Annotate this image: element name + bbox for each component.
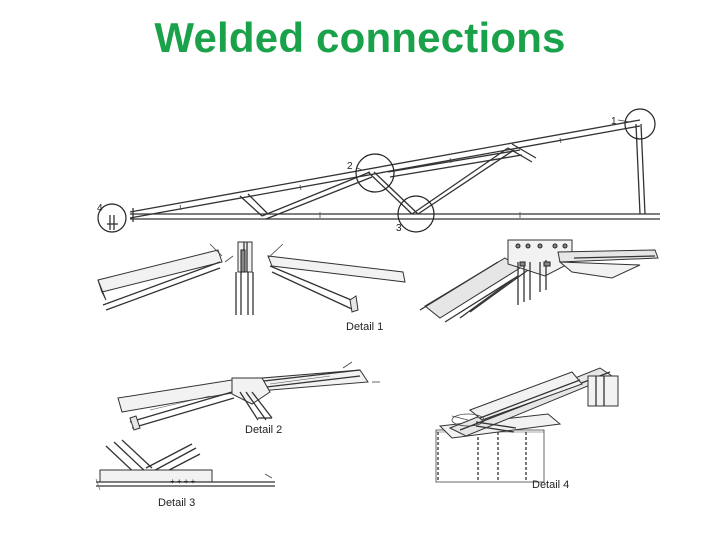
node-circle-4 xyxy=(97,203,127,233)
detail-4-iso-drawing xyxy=(419,239,659,323)
detail-2-label: Detail 2 xyxy=(245,424,282,436)
detail-3-drawing: + + + + xyxy=(95,439,275,491)
truss-elevation xyxy=(107,119,660,230)
detail-3-label: Detail 3 xyxy=(158,497,195,509)
node-circle-3 xyxy=(397,195,435,233)
node-circle-2 xyxy=(355,153,395,193)
page-title: Welded connections xyxy=(154,14,566,61)
detail-2-drawing xyxy=(117,361,380,431)
detail-1-drawing xyxy=(97,241,406,315)
node-circle-1 xyxy=(624,108,656,140)
node-label-1: 1 xyxy=(611,116,617,127)
node-label-2: 2 xyxy=(347,161,353,172)
svg-text:+ + + +: + + + + xyxy=(170,477,196,486)
detail-1-label: Detail 1 xyxy=(346,321,383,333)
detail-4-label: Detail 4 xyxy=(532,479,569,491)
node-label-3: 3 xyxy=(396,223,402,234)
node-label-4: 4 xyxy=(97,203,103,214)
detail-4-drawing xyxy=(435,367,619,483)
